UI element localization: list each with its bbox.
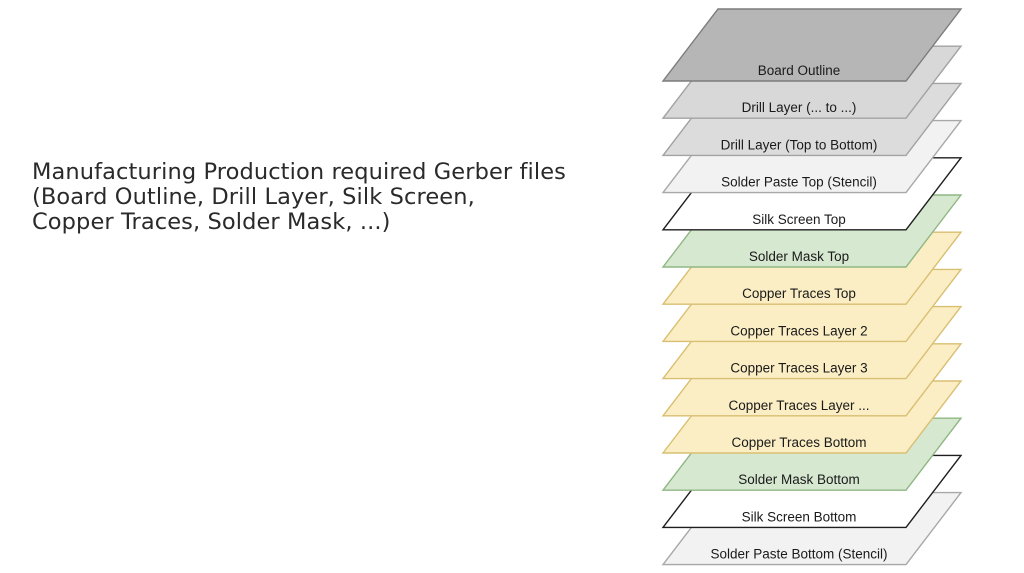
- layer-label: Drill Layer (... to ...): [742, 100, 857, 115]
- layer-label: Copper Traces Layer 2: [730, 323, 867, 338]
- layer-label: Copper Traces Layer ...: [728, 398, 869, 413]
- layer-label: Copper Traces Top: [742, 286, 856, 301]
- layer-label: Solder Mask Top: [749, 249, 849, 264]
- caption-line: (Board Outline, Drill Layer, Silk Screen…: [32, 184, 475, 210]
- layer-label: Copper Traces Bottom: [731, 435, 866, 450]
- layer: Board Outline: [661, 8, 963, 82]
- layer-label: Silk Screen Top: [752, 212, 846, 227]
- layer-label: Silk Screen Bottom: [742, 509, 857, 524]
- layer-label: Solder Paste Bottom (Stencil): [710, 547, 887, 562]
- layer-label: Drill Layer (Top to Bottom): [721, 137, 878, 152]
- caption-line: Manufacturing Production required Gerber…: [32, 159, 567, 185]
- layer-label: Solder Paste Top (Stencil): [721, 175, 877, 190]
- caption-line: Copper Traces, Solder Mask, ...): [32, 209, 391, 235]
- diagram-caption: Manufacturing Production required Gerber…: [32, 160, 632, 235]
- layer-label: Board Outline: [758, 63, 841, 78]
- layer-shape: [661, 8, 963, 82]
- layer-label: Copper Traces Layer 3: [730, 361, 867, 376]
- layer-label: Solder Mask Bottom: [738, 472, 860, 487]
